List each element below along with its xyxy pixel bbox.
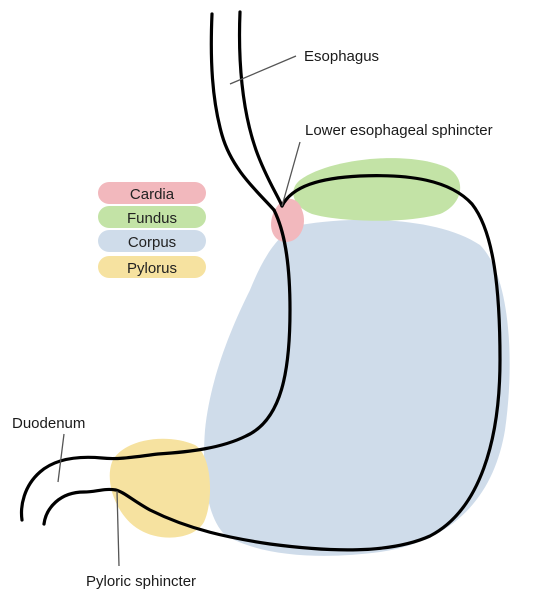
legend-label-corpus: Corpus [128, 234, 176, 251]
duodenum-leader-line [58, 434, 64, 482]
legend-label-cardia: Cardia [130, 186, 175, 203]
duodenum-label: Duodenum [12, 415, 85, 432]
fundus-region [293, 158, 460, 221]
legend-label-fundus: Fundus [127, 210, 177, 227]
legend-label-pylorus: Pylorus [127, 260, 177, 277]
legend: Cardia Fundus Corpus Pylorus [98, 182, 206, 278]
esophagus-label: Esophagus [304, 48, 379, 65]
lower-esophageal-sphincter-label: Lower esophageal sphincter [305, 122, 493, 139]
pyloric-sphincter-label: Pyloric sphincter [86, 573, 196, 590]
esophagus-left-wall [211, 14, 274, 210]
